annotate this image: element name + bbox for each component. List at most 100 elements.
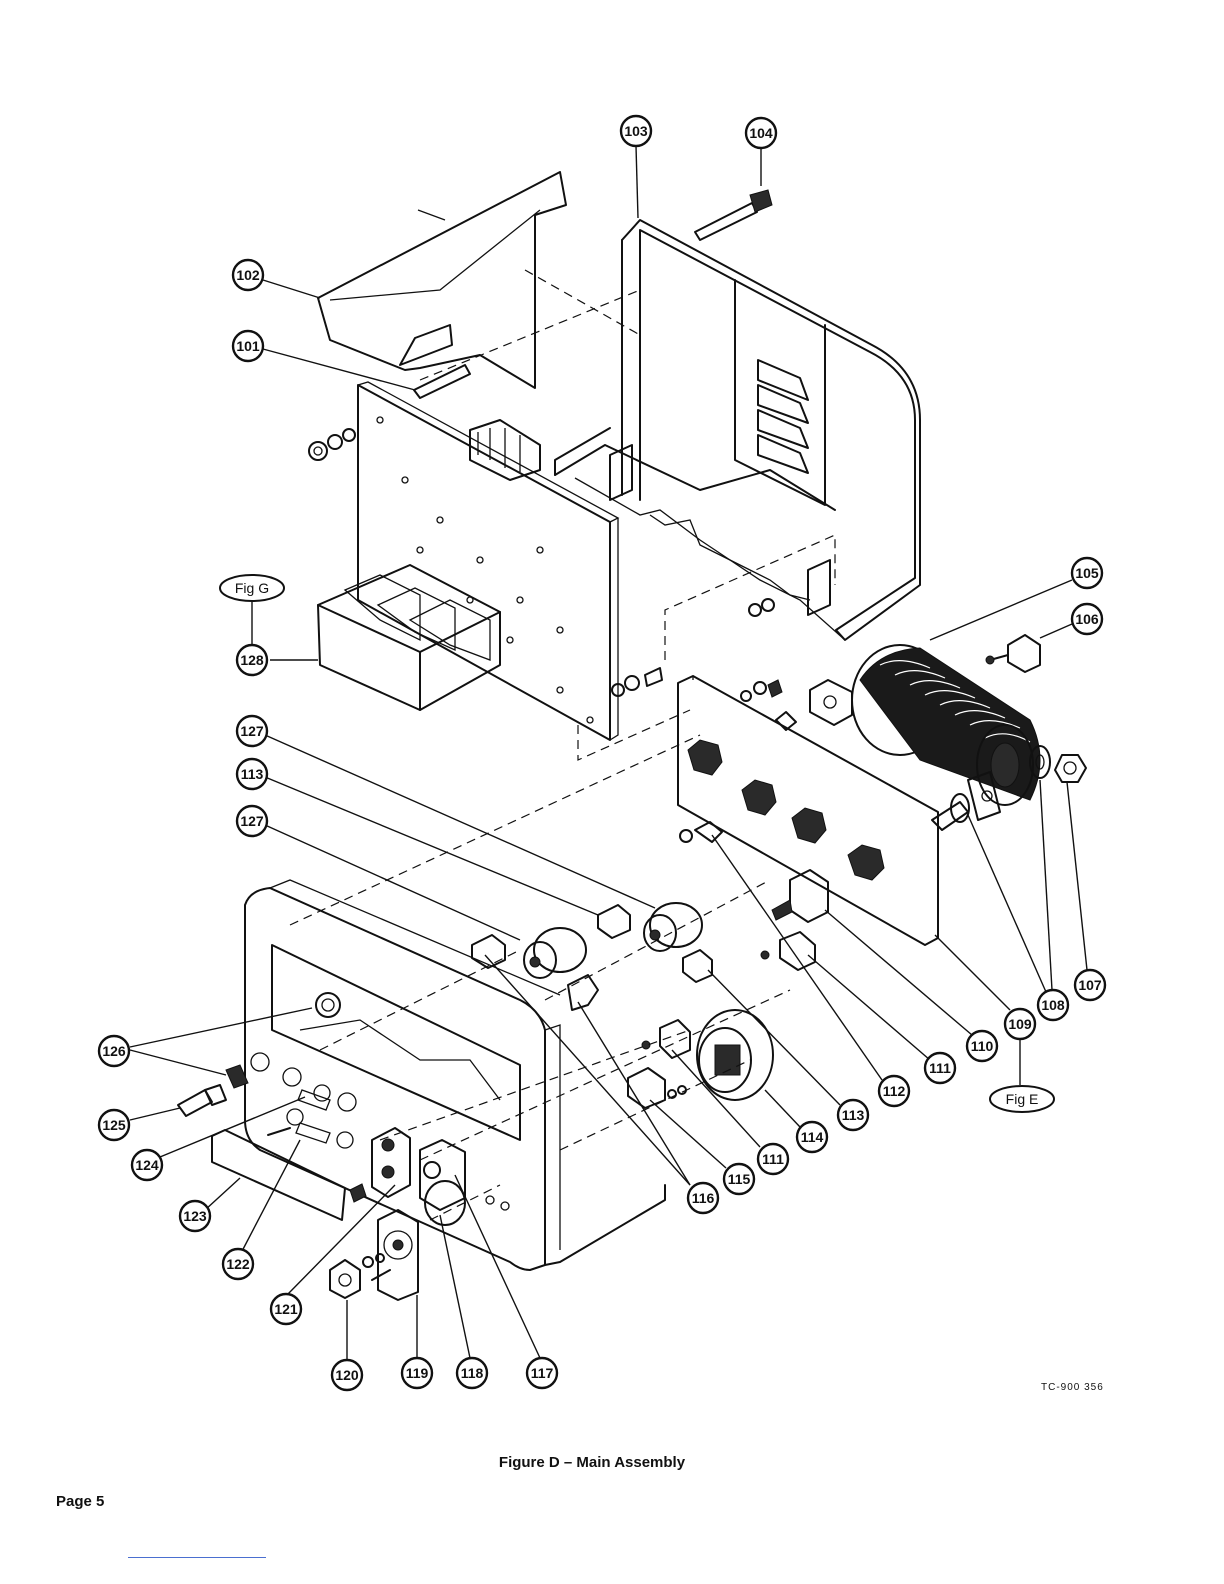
part-104-bolt: [695, 190, 772, 240]
svg-text:115: 115: [728, 1171, 751, 1187]
hardware-nuts-housing: [749, 599, 774, 616]
svg-text:117: 117: [531, 1365, 554, 1381]
svg-text:126: 126: [102, 1043, 126, 1059]
svg-text:105: 105: [1075, 565, 1099, 581]
svg-text:121: 121: [274, 1301, 298, 1317]
part-105-coil: [810, 645, 1040, 820]
callout-116: 116: [688, 1183, 718, 1213]
callout-114: 114: [797, 1122, 827, 1152]
part-101-rod: [414, 365, 470, 398]
svg-text:125: 125: [102, 1117, 126, 1133]
callout-112: 112: [879, 1076, 909, 1106]
part-127-gauge-lower: [524, 928, 586, 978]
svg-text:116: 116: [692, 1190, 715, 1206]
terminal-nut: [688, 740, 722, 775]
svg-text:113: 113: [842, 1107, 865, 1123]
callout-119: 119: [402, 1358, 432, 1388]
part-111-switch-upper: [761, 932, 815, 970]
part-114-knob: [697, 1010, 773, 1100]
part-107-nut: [1055, 755, 1086, 782]
svg-text:107: 107: [1078, 977, 1102, 993]
figure-ref-fig-e: Fig E: [990, 1086, 1054, 1112]
svg-text:101: 101: [236, 338, 260, 354]
svg-text:110: 110: [971, 1038, 994, 1054]
svg-text:120: 120: [335, 1367, 359, 1383]
svg-text:111: 111: [762, 1151, 784, 1167]
callout-110: 110: [967, 1031, 997, 1061]
callout-111-lower: 111: [758, 1144, 788, 1174]
part-122-strip: [268, 1090, 330, 1143]
part-123-cover-plate: [212, 1130, 345, 1220]
callout-128: 128: [237, 645, 267, 675]
svg-text:Fig E: Fig E: [1006, 1091, 1039, 1107]
drawing-code: TC-900 356: [1041, 1382, 1104, 1393]
svg-text:106: 106: [1075, 611, 1099, 627]
callout-106: 106: [1072, 604, 1102, 634]
svg-text:119: 119: [406, 1365, 429, 1381]
callout-117: 117: [527, 1358, 557, 1388]
page-number: Page 5: [56, 1493, 104, 1510]
callout-121: 121: [271, 1294, 301, 1324]
footer-rule: [128, 1557, 266, 1558]
part-115-breaker: [628, 1068, 686, 1108]
callout-127-upper: 127: [237, 716, 267, 746]
callout-107: 107: [1075, 970, 1105, 1000]
svg-text:123: 123: [183, 1208, 207, 1224]
svg-text:114: 114: [801, 1129, 824, 1145]
part-121-bracket: [350, 1128, 410, 1202]
figure-ref-fig-g: Fig G: [220, 575, 284, 601]
callout-115: 115: [724, 1164, 754, 1194]
callout-122: 122: [223, 1249, 253, 1279]
terminal-nut: [792, 808, 826, 843]
terminal-nut: [742, 780, 776, 815]
hardware-nut-bolt-lower: [612, 668, 662, 696]
svg-text:118: 118: [461, 1365, 484, 1381]
callout-113-upper: 113: [237, 759, 267, 789]
svg-text:Fig G: Fig G: [235, 580, 269, 596]
callout-125: 125: [99, 1110, 129, 1140]
part-125-cord-plug: [178, 1085, 226, 1116]
callout-127-lower: 127: [237, 806, 267, 836]
hardware-nuts-upper-left: [309, 429, 355, 460]
part-113-fitting-upper: [598, 905, 630, 938]
callout-108: 108: [1038, 990, 1068, 1020]
part-116-fitting: [472, 935, 505, 968]
svg-text:103: 103: [624, 123, 648, 139]
part-112-clip: [680, 822, 722, 842]
part-110-switch: [772, 870, 828, 922]
callout-104: 104: [746, 118, 776, 148]
svg-text:102: 102: [236, 267, 260, 283]
part-102-baffle: [318, 172, 566, 388]
svg-text:111: 111: [929, 1060, 951, 1076]
part-128-transformer: [318, 565, 500, 710]
svg-text:127: 127: [240, 723, 264, 739]
svg-text:124: 124: [135, 1157, 159, 1173]
callout-123: 123: [180, 1201, 210, 1231]
part-106-toggle-switch: [986, 635, 1040, 672]
callout-118: 118: [457, 1358, 487, 1388]
assembly-alignment-lines: [290, 270, 835, 1220]
part-127-gauge-upper: [644, 903, 702, 951]
front-panel-frame: [245, 880, 665, 1270]
svg-text:122: 122: [226, 1256, 250, 1272]
callout-124: 124: [132, 1150, 162, 1180]
callout-126: 126: [99, 1036, 129, 1066]
callout-101: 101: [233, 331, 263, 361]
figure-caption: Figure D – Main Assembly: [0, 1454, 1184, 1471]
svg-text:112: 112: [883, 1083, 906, 1099]
callout-111-upper: 111: [925, 1053, 955, 1083]
callout-120: 120: [332, 1360, 362, 1390]
terminal-nut: [848, 845, 884, 880]
callout-103: 103: [621, 116, 651, 146]
svg-text:128: 128: [240, 652, 264, 668]
callout-105: 105: [1072, 558, 1102, 588]
callout-113-lower: 113: [838, 1100, 868, 1130]
callout-102: 102: [233, 260, 263, 290]
svg-text:127: 127: [240, 813, 264, 829]
svg-text:109: 109: [1008, 1016, 1032, 1032]
center-mounting-board: [358, 382, 618, 740]
part-113-fitting-lower: [568, 950, 712, 1010]
part-117-plate: [420, 1140, 465, 1210]
callout-109: 109: [1005, 1009, 1035, 1039]
